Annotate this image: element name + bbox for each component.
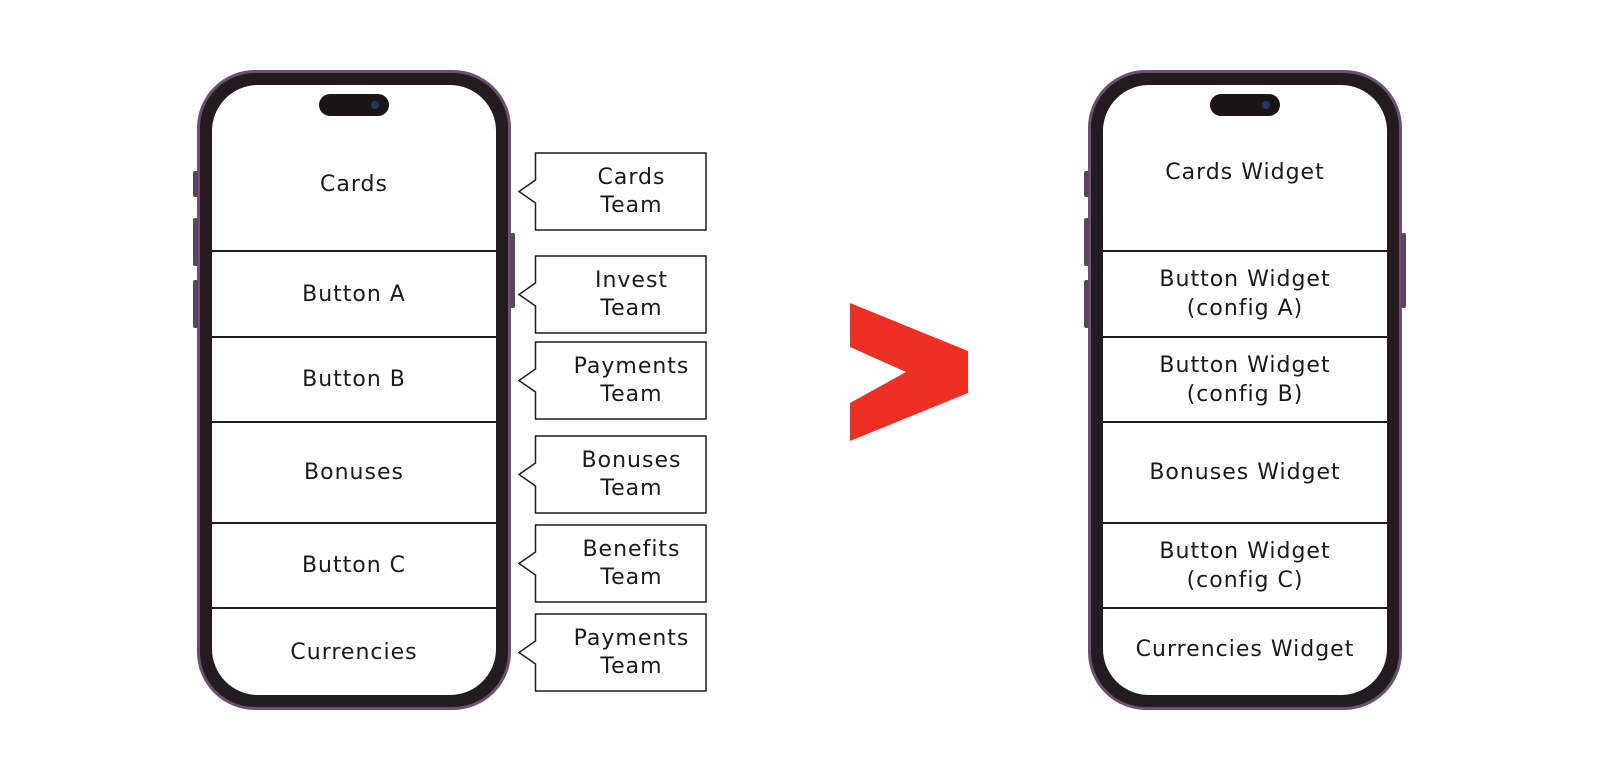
callout-shape <box>517 255 707 334</box>
section-divider <box>1103 522 1387 524</box>
section-divider <box>212 607 496 609</box>
callout-shape <box>517 341 707 420</box>
screen-section-button-widget-a: Button Widget (config A) <box>1159 267 1331 321</box>
dynamic-island <box>319 94 389 116</box>
team-label: Bonuses Team <box>581 447 682 501</box>
section-divider <box>1103 250 1387 252</box>
left-phone-screen: Cards Button A Button B Bonuses Button C… <box>212 85 496 695</box>
section-divider <box>1103 336 1387 338</box>
team-callout: Cards Team <box>517 152 707 231</box>
callout-shape <box>517 613 707 692</box>
screen-section-bonuses: Bonuses <box>304 460 404 485</box>
team-callout: Invest Team <box>517 255 707 334</box>
callout-shape <box>517 435 707 514</box>
dynamic-island <box>1210 94 1280 116</box>
section-divider <box>212 421 496 423</box>
phone-volume-down <box>1084 280 1089 328</box>
phone-volume-up <box>1084 218 1089 266</box>
left-phone: Cards Button A Button B Bonuses Button C… <box>193 70 515 710</box>
phone-mute-switch <box>1084 171 1089 197</box>
screen-section-button-widget-b: Button Widget (config B) <box>1159 352 1331 407</box>
phone-volume-up <box>193 218 198 266</box>
screen-section-cards: Cards <box>320 172 388 197</box>
screen-section-button-b: Button B <box>302 367 406 392</box>
camera-icon <box>1262 101 1270 109</box>
section-divider <box>212 250 496 252</box>
team-label: Payments Team <box>573 353 690 407</box>
team-callout: Payments Team <box>517 341 707 420</box>
camera-icon <box>371 101 379 109</box>
right-phone: Cards Widget Button Widget (config A) Bu… <box>1084 70 1406 710</box>
phone-power-button <box>510 233 515 308</box>
section-divider <box>212 336 496 338</box>
team-callout: Bonuses Team <box>517 435 707 514</box>
screen-section-button-a: Button A <box>302 281 406 307</box>
phone-power-button <box>1401 233 1406 308</box>
screen-section-currencies: Currencies <box>290 639 418 665</box>
section-divider <box>1103 421 1387 423</box>
chevron-right-icon <box>850 303 968 441</box>
team-callout: Benefits Team <box>517 524 707 603</box>
screen-section-button-widget-c: Button Widget (config C) <box>1159 538 1331 593</box>
phone-mute-switch <box>193 171 198 197</box>
phone-volume-down <box>193 280 198 328</box>
team-label: Cards Team <box>597 164 666 218</box>
team-callout: Payments Team <box>517 613 707 692</box>
section-divider <box>1103 607 1387 609</box>
screen-section-bonuses-widget: Bonuses Widget <box>1149 460 1341 485</box>
callout-shape <box>517 152 707 231</box>
callout-shape <box>517 524 707 603</box>
screen-section-currencies-widget: Currencies Widget <box>1135 636 1355 662</box>
team-label: Invest Team <box>594 267 669 321</box>
screen-section-cards-widget: Cards Widget <box>1165 160 1325 185</box>
team-label: Benefits Team <box>582 536 681 590</box>
section-divider <box>212 522 496 524</box>
right-phone-screen: Cards Widget Button Widget (config A) Bu… <box>1103 85 1387 695</box>
screen-section-button-c: Button C <box>301 553 407 578</box>
team-label: Payments Team <box>573 625 690 679</box>
